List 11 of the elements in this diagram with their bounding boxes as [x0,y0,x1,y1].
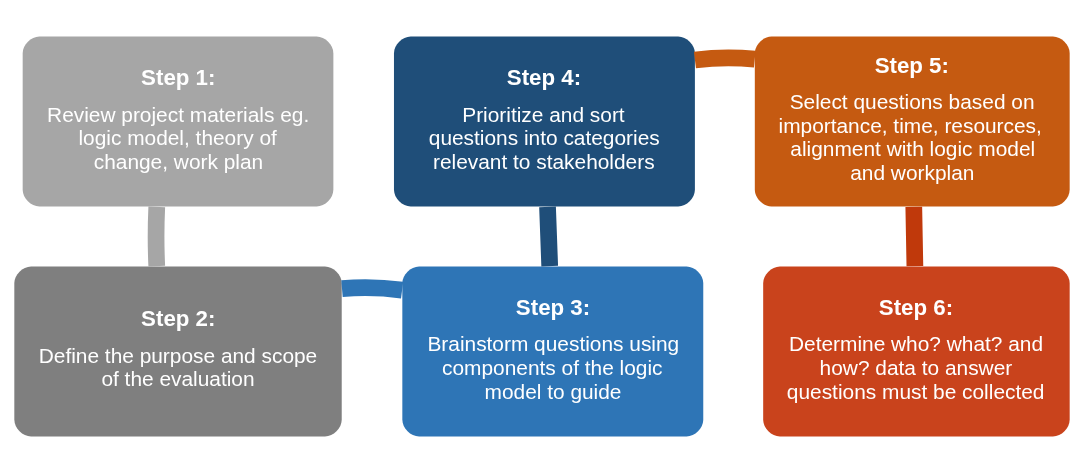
connector [147,206,166,266]
node-box: Step 4: Prioritize and sort questions into categories relevant to stakeholders [393,36,695,207]
connector [539,206,559,266]
connector [694,48,756,68]
connector [905,206,924,266]
node-box: Step 5: Select questions based on importance, time, resources, alignment with logic model and workplan [754,36,1070,207]
node-box: Step 6: Determine who? what? and how? data to answer questions must be collected [763,265,1070,436]
node-box: Step 2: Define the purpose and scope of the evaluation [14,265,342,436]
node-box: Step 3: Brainstorm questions using components of the logic model to guide [402,265,704,436]
node-box: Step 1: Review project materials eg. logic model, theory of change, work plan [22,36,334,207]
connector [341,278,404,298]
